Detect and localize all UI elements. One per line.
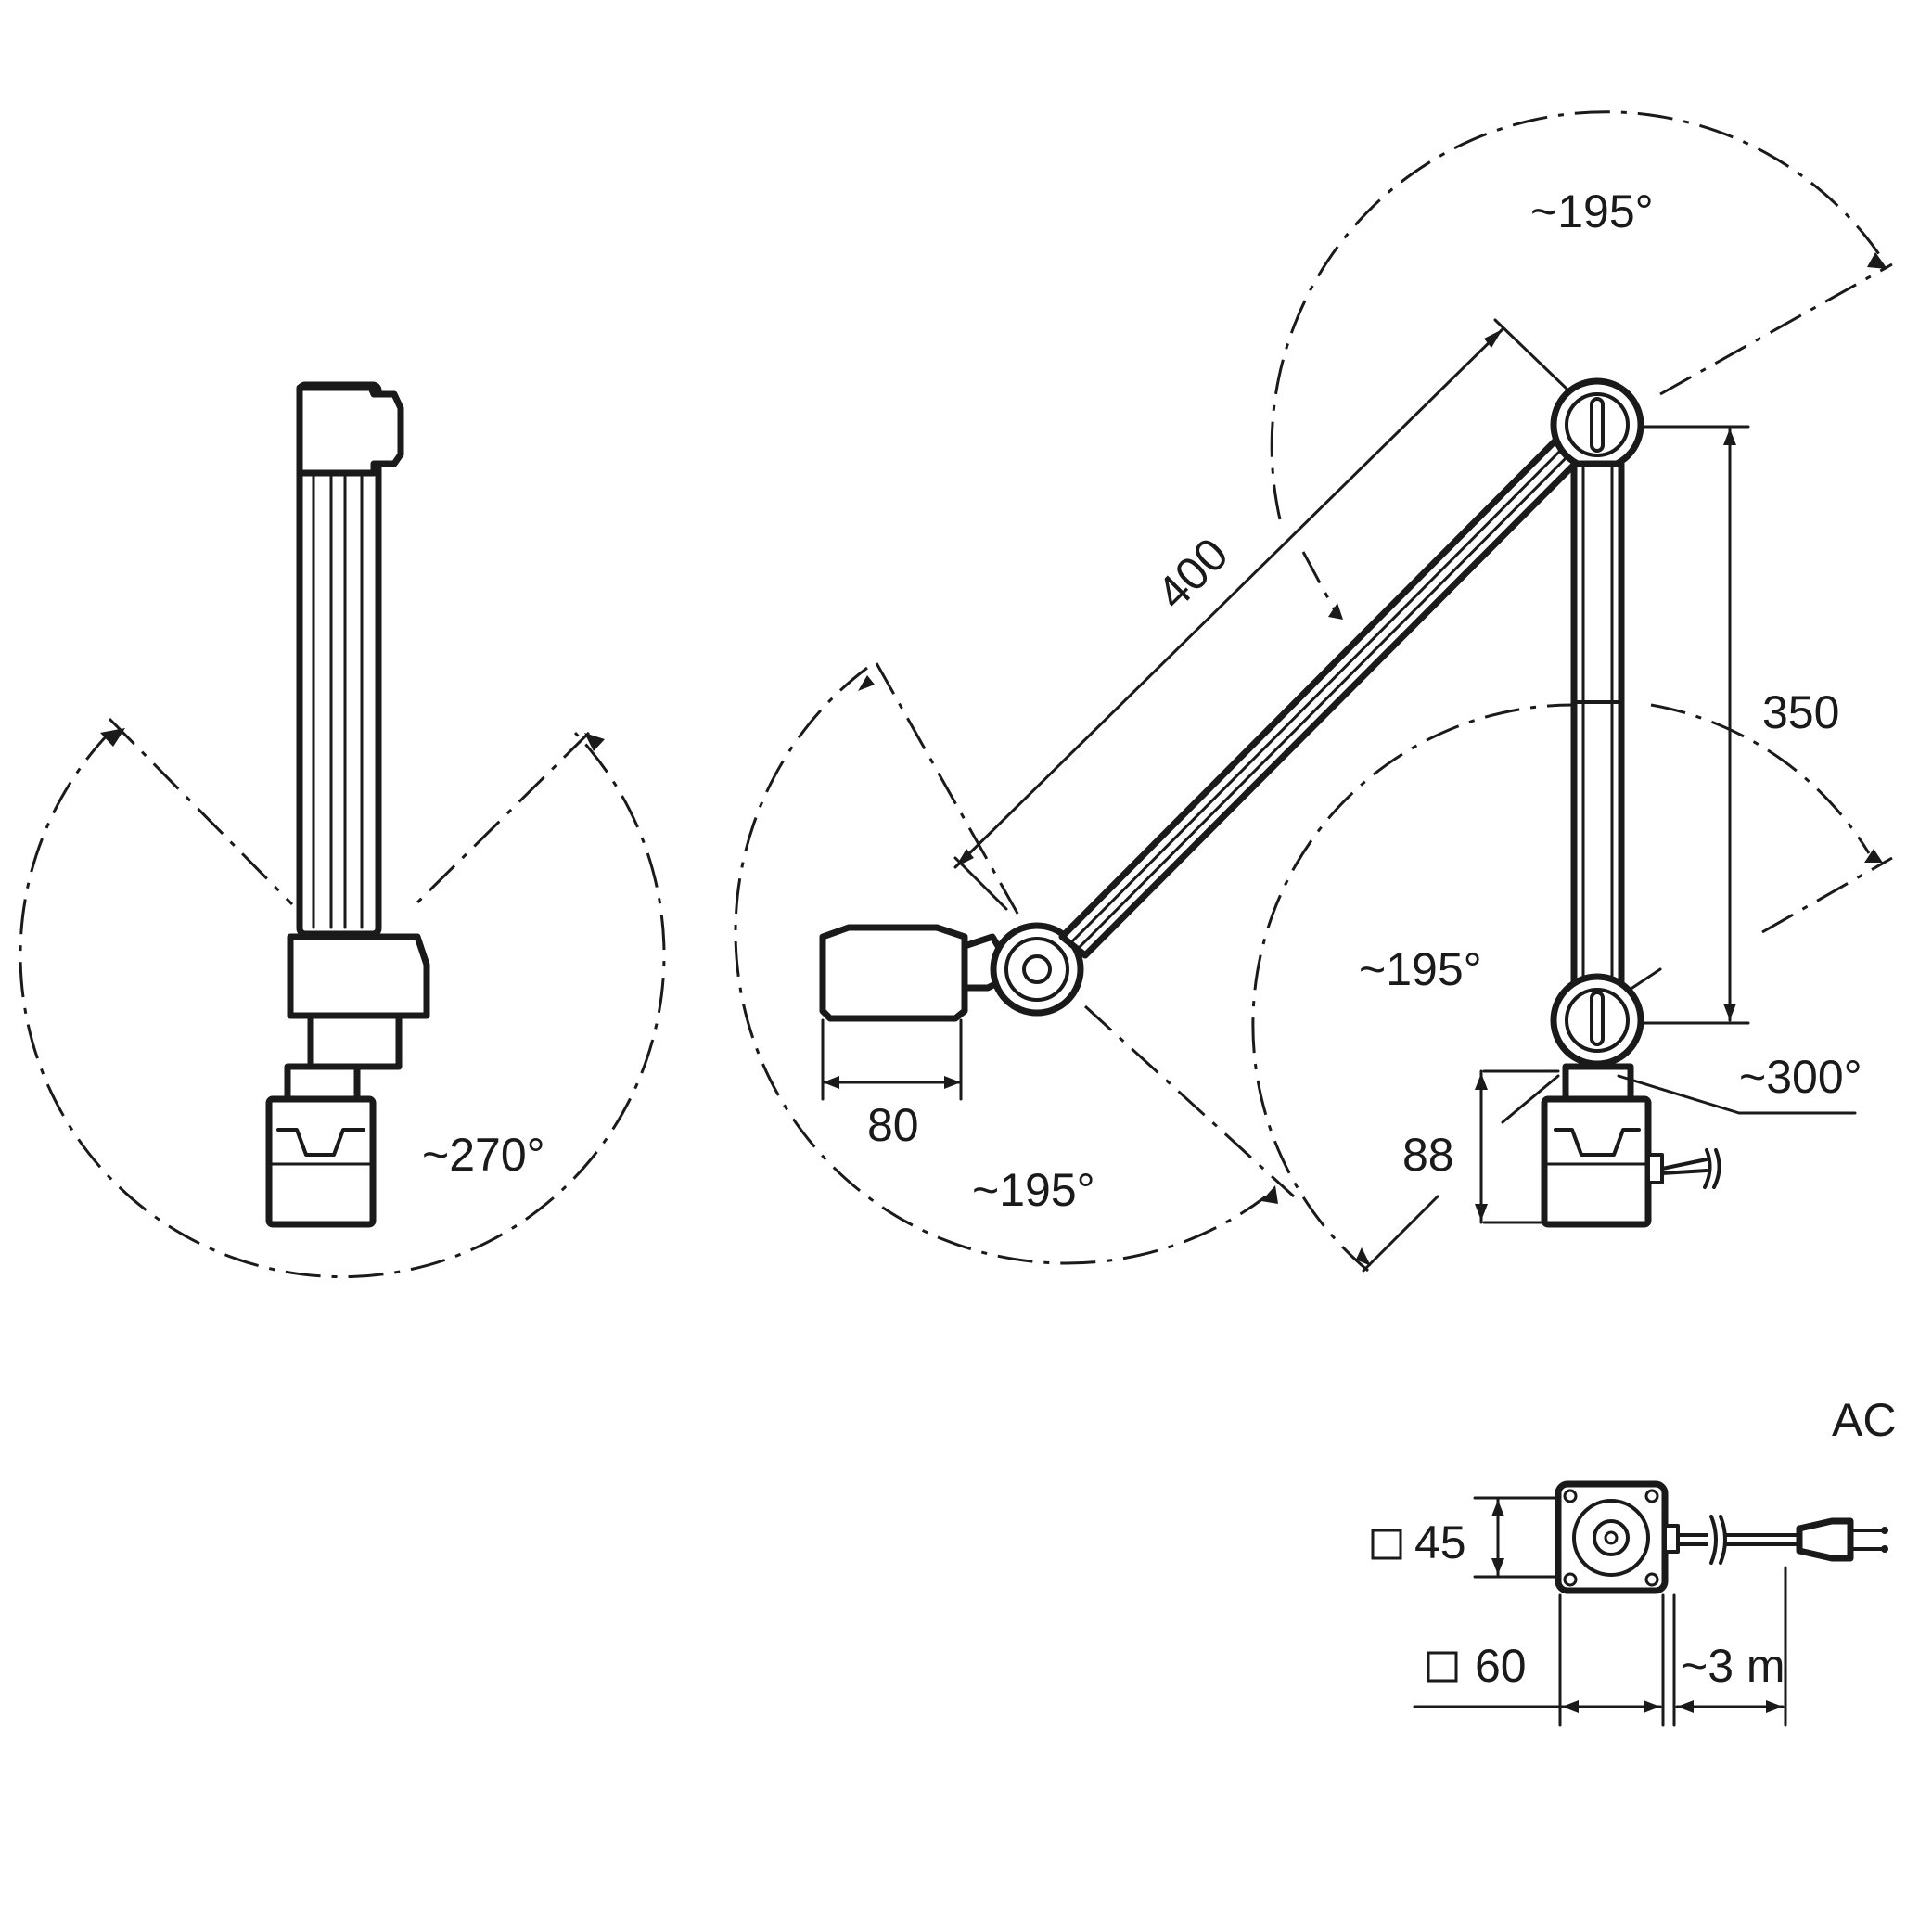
dimension-60-label: 60 xyxy=(1475,1640,1527,1692)
dimension-80-label: 80 xyxy=(867,1099,919,1151)
mid-angle-label: ~195° xyxy=(1359,943,1482,995)
side-view-lamp xyxy=(19,381,666,1279)
cable-length-label: ~3 m xyxy=(1681,1640,1785,1692)
dimension-60 xyxy=(1413,1593,1665,1727)
dimension-400-label: 400 xyxy=(1146,528,1238,620)
dimension-400 xyxy=(953,318,1569,911)
arm-view-lamp xyxy=(734,110,1893,1273)
dimension-350 xyxy=(1640,425,1750,1025)
dimension-350-label: 350 xyxy=(1762,686,1839,738)
ac-power-box xyxy=(1555,1480,1888,1594)
dimension-88 xyxy=(1475,1069,1560,1224)
dimension-cable-length xyxy=(1672,1566,1787,1727)
dimension-88-label: 88 xyxy=(1402,1129,1454,1181)
base-angle-label: ~300° xyxy=(1739,1051,1862,1103)
dimension-45-label: 45 xyxy=(1414,1516,1466,1568)
top-angle-label: ~195° xyxy=(1530,186,1654,237)
dimension-80 xyxy=(821,1018,963,1101)
side-angle-label: ~270° xyxy=(422,1129,545,1181)
power-section-title: AC xyxy=(1832,1394,1896,1446)
left-angle-label: ~195° xyxy=(972,1164,1095,1216)
dimension-45 xyxy=(1371,1496,1560,1579)
